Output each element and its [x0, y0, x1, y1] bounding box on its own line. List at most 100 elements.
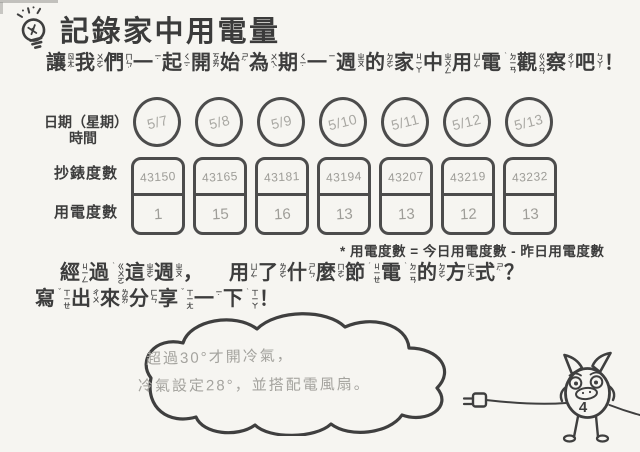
- zhuyin-annotation: ㄒㄧㄤˇ: [179, 289, 193, 309]
- ruby-char: 週ㄓㄡ: [336, 52, 364, 75]
- zhuyin-annotation: ㄐㄧㄚ: [415, 53, 422, 73]
- usage-formula-note: * 用電度數 = 今日用電度數 - 昨日用電度數: [340, 244, 605, 259]
- hanzi-char: 觀: [517, 52, 537, 74]
- meter-reading-value: 43181: [258, 160, 306, 196]
- hanzi-char: 一: [194, 288, 214, 310]
- zhuyin-annotation: ㄨㄟˊ: [270, 53, 277, 74]
- hanzi-char: 出: [71, 288, 91, 310]
- ruby-char: 這ㄓㄜˋ: [125, 262, 153, 285]
- row-label-meter-reading: 抄錶度數: [54, 165, 119, 182]
- date-circle: 5/10: [319, 97, 367, 147]
- zhuyin-annotation: ㄕㄣˊ: [308, 263, 315, 284]
- zhuyin-annotation: ㄩㄥˋ: [473, 53, 480, 74]
- reading-cell: 43207 13: [379, 157, 433, 235]
- pig-plug-character: 4: [462, 351, 640, 443]
- zhuyin-annotation: ㄓㄡ: [175, 263, 182, 277]
- zhuyin-annotation: ㄑㄧˇ: [183, 53, 190, 73]
- ruby-char: 了ㄌㄜ˙: [258, 262, 286, 285]
- hanzi-char: 一: [307, 52, 327, 74]
- answer-cloud: [144, 312, 447, 436]
- ruby-char: 來ㄌㄞˊ: [100, 288, 128, 311]
- ruby-char: 式ㄕˋ: [475, 262, 503, 285]
- usage-value: 15: [196, 196, 244, 232]
- ruby-char: 為ㄨㄟˊ: [249, 52, 277, 75]
- handwritten-date: 5/7: [144, 111, 170, 133]
- date-circle: 5/7: [133, 97, 181, 147]
- ruby-char: [204, 262, 228, 285]
- row-label-usage: 用電度數: [54, 204, 119, 221]
- ruby-char: 我ㄨㄛˇ: [75, 52, 103, 75]
- ruby-char: 過ㄍㄨㄛˋ: [89, 262, 124, 289]
- usage-value: 1: [134, 196, 182, 232]
- usage-value: 13: [382, 196, 430, 232]
- hanzi-char: 用: [229, 262, 249, 284]
- hanzi-char: 下: [223, 288, 243, 310]
- ruby-char: ！: [604, 52, 624, 75]
- hanzi-char: 節: [345, 262, 365, 284]
- ruby-char: 一ㄧˋ: [133, 52, 161, 75]
- usage-value: 13: [506, 196, 554, 232]
- handwritten-date: 5/11: [389, 110, 421, 134]
- ruby-char: 一ㄧˊ: [194, 288, 222, 311]
- handwritten-usage: 13: [397, 205, 415, 223]
- ruby-char: 讓ㄖㄤˋ: [46, 52, 74, 75]
- page-title: 記錄家中用電量: [60, 16, 281, 48]
- meter-reading-value: 43150: [134, 160, 182, 196]
- ruby-char: ，: [183, 262, 203, 285]
- hanzi-char: 週: [154, 262, 174, 284]
- hanzi-char: 開: [191, 52, 211, 74]
- zhuyin-annotation: ㄇㄜ˙: [337, 263, 344, 284]
- ruby-char: 麼ㄇㄜ˙: [316, 262, 344, 285]
- zhuyin-annotation: ㄍㄨㄢ: [538, 53, 545, 74]
- ruby-char: 察ㄔㄚˊ: [546, 52, 574, 75]
- page-number: 4: [579, 399, 588, 416]
- hanzi-char: 式: [475, 262, 495, 284]
- worksheet-header: 記錄家中用電量: [14, 6, 281, 52]
- hanzi-char: 用: [452, 52, 472, 74]
- zhuyin-annotation: ㄌㄜ˙: [279, 263, 286, 284]
- hanzi-char: ，: [183, 262, 203, 284]
- handwritten-usage: 1: [153, 205, 163, 223]
- hanzi-char: 為: [249, 52, 269, 74]
- hanzi-char: 週: [336, 52, 356, 74]
- handwritten-answer-line-1: 超過30°才開冷氣，: [145, 347, 294, 368]
- zhuyin-annotation: ㄓㄜˋ: [146, 263, 153, 284]
- handwritten-meter: 43181: [263, 168, 301, 185]
- handwritten-meter: 43194: [325, 168, 363, 185]
- usage-value: 16: [258, 196, 306, 232]
- hanzi-char: 電: [381, 262, 401, 284]
- ruby-char: 起ㄑㄧˇ: [162, 52, 190, 75]
- zhuyin-annotation: ㄉㄜ˙: [386, 53, 393, 74]
- handwritten-date: 5/9: [268, 111, 294, 133]
- hanzi-char: 讓: [46, 52, 66, 74]
- zhuyin-annotation: ㄧ: [328, 53, 335, 59]
- ruby-char: 什ㄕㄣˊ: [287, 262, 315, 285]
- zhuyin-annotation: ㄎㄞ: [212, 53, 219, 67]
- ruby-char: 用ㄩㄥˋ: [229, 262, 257, 285]
- ruby-char: 享ㄒㄧㄤˇ: [158, 288, 193, 315]
- ruby-char: 始ㄕˇ: [220, 52, 248, 75]
- hanzi-char: 的: [365, 52, 385, 74]
- hanzi-char: 經: [60, 262, 80, 284]
- zhuyin-annotation: ㄩㄥˋ: [250, 263, 257, 284]
- ruby-char: 吧ㄅㄚ˙: [575, 52, 603, 75]
- hanzi-char: 電: [481, 52, 501, 74]
- row-label-date: 日期（星期）: [44, 114, 128, 130]
- zhuyin-annotation: ㄐㄧㄥ: [81, 263, 88, 283]
- meter-reading-value: 43232: [506, 160, 554, 196]
- ruby-char: ！: [259, 288, 279, 311]
- ruby-char: 寫ㄒㄧㄝˇ: [35, 288, 70, 315]
- ruby-char: 電ㄉㄧㄢˋ: [481, 52, 516, 79]
- meter-reading-value: 43207: [382, 160, 430, 196]
- zhuyin-annotation: ㄨㄛˇ: [96, 53, 103, 74]
- reading-cell: 43194 13: [317, 157, 371, 235]
- zhuyin-annotation: ㄓㄨㄥ: [444, 53, 451, 74]
- date-circle: 5/12: [443, 97, 491, 147]
- handwritten-answer-line-2: 冷氣設定28°，並搭配電風扇。: [137, 375, 371, 396]
- ruby-char: 們ㄇㄣ˙: [104, 52, 132, 75]
- ruby-char: 的ㄉㄜ˙: [365, 52, 393, 75]
- handwritten-usage: 13: [335, 205, 353, 223]
